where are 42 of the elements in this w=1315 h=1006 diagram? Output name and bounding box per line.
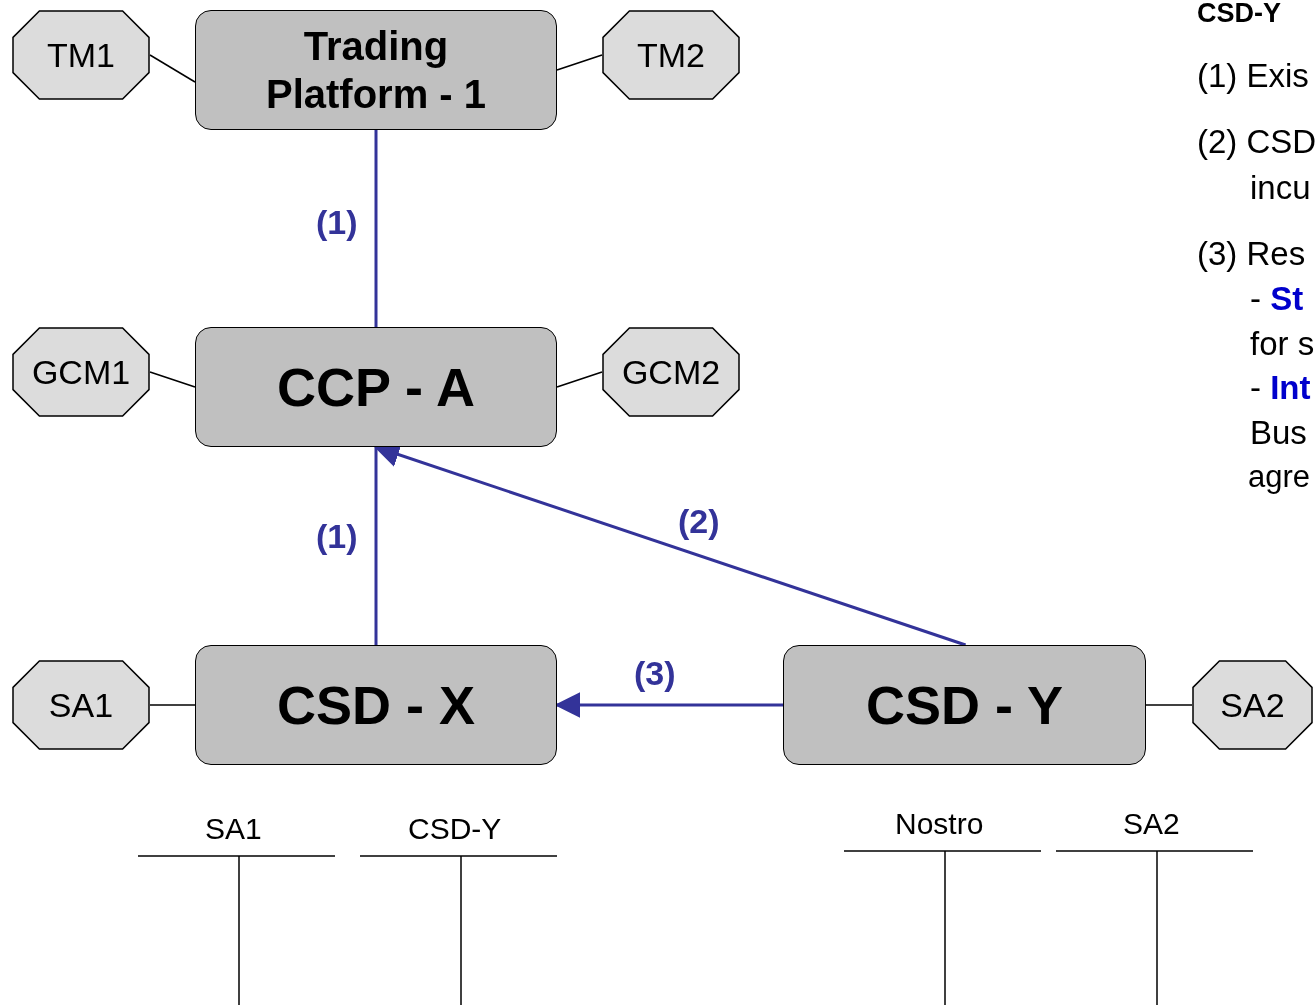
node-label: CCP - A [276,355,476,419]
connector-line [556,54,603,71]
account-label: SA1 [205,812,262,846]
node-label: SA2 [1219,684,1286,726]
node-label: CSD - X [276,673,476,737]
octagon-node [12,10,150,100]
node-label: Trading Platform - 1 [264,23,487,118]
note-text: CSD-Y [1197,0,1281,29]
process-box [195,327,557,447]
process-box [195,10,557,130]
account-label: Nostro [895,807,984,841]
octagon-node [12,327,150,417]
connector-line [149,371,196,388]
node-label: CSD - Y [864,673,1064,737]
octagon-node [602,10,740,100]
note-text: - St [1250,281,1304,318]
octagon-node [12,660,150,750]
note-text: (3) Res [1197,236,1306,273]
node-label: TM1 [46,34,116,76]
connector-line [556,371,603,388]
note-text: (2) CSD [1197,124,1315,161]
note-text: (1) Exis [1197,58,1309,95]
account-label: CSD-Y [408,812,502,846]
octagon-node [602,327,740,417]
process-box [783,645,1146,765]
account-label: SA2 [1123,807,1180,841]
note-text: - Int [1250,370,1311,407]
connector-line [149,704,196,706]
note-text: agre [1248,460,1311,495]
note-text: Bus [1250,415,1307,452]
connector-line [1145,704,1193,706]
connector-line [149,54,196,83]
octagon-node [1192,660,1313,750]
node-label: SA1 [47,684,115,726]
note-text: incu [1250,170,1311,207]
node-label: GCM1 [30,351,132,393]
node-label: TM2 [636,34,706,76]
connector-line [374,130,378,327]
note-text: for s [1250,326,1315,363]
connector-line [374,447,378,645]
node-label: GCM2 [620,351,722,393]
process-box [195,645,557,765]
